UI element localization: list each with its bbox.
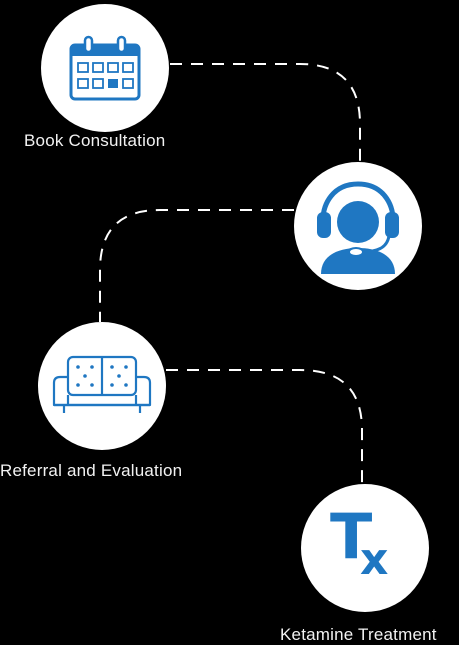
- connector-step2-step3: [99, 209, 294, 322]
- step-ketamine-treatment: T x: [301, 484, 429, 612]
- rx-icon: T x: [330, 506, 400, 585]
- couch-icon: [52, 355, 152, 413]
- headset-icon: [317, 181, 399, 274]
- step-label-referral-evaluation: Referral and Evaluation: [0, 461, 183, 480]
- step-support: [294, 162, 422, 290]
- rx-icon-letter-x: x: [360, 534, 389, 585]
- rx-icon-letter-t: T: [330, 500, 373, 573]
- connector-step3-step4: [166, 369, 363, 484]
- step-label-ketamine-treatment: Ketamine Treatment: [280, 625, 437, 644]
- calendar-icon: [69, 35, 141, 101]
- step-book-consultation: [41, 4, 169, 132]
- connector-step1-step2: [170, 63, 361, 162]
- step-referral-evaluation: [38, 322, 166, 450]
- step-label-book-consultation: Book Consultation: [24, 131, 166, 150]
